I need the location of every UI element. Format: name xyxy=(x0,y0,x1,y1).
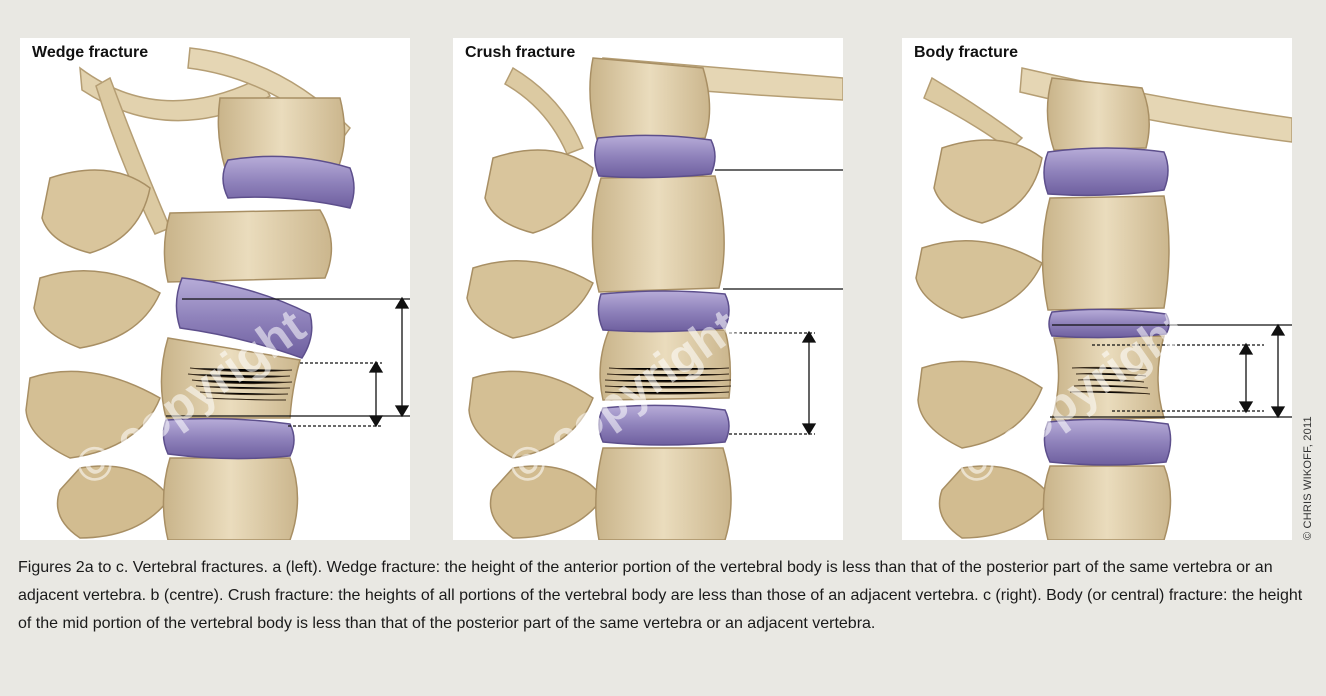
wedge-fracture-title: Wedge fracture xyxy=(32,44,148,62)
body-fracture-illustration: © copyright xyxy=(902,38,1292,540)
vertebral-body xyxy=(163,458,297,540)
posterior-process xyxy=(467,261,593,338)
wedge-fracture-illustration: © copyright xyxy=(20,38,410,540)
vertebral-body xyxy=(592,176,724,292)
posterior-process xyxy=(34,271,160,348)
vertebral-body xyxy=(164,210,331,282)
wedge-fracture-panel: Wedge fracture xyxy=(20,38,410,540)
intervertebral-disc xyxy=(1044,148,1168,195)
intervertebral-disc xyxy=(223,156,354,208)
vertebral-body xyxy=(1043,466,1170,540)
vertebral-body xyxy=(596,448,731,540)
crush-fracture-panel: Crush fracture xyxy=(453,38,843,540)
rib xyxy=(924,78,1022,150)
vertebral-body xyxy=(1042,196,1169,310)
intervertebral-disc xyxy=(595,135,715,177)
posterior-process xyxy=(485,150,593,233)
figure-caption: Figures 2a to c. Vertebral fractures. a … xyxy=(18,554,1308,638)
posterior-process xyxy=(42,170,150,253)
artist-credit: © CHRIS WIKOFF, 2011 xyxy=(1302,416,1314,540)
measurement-lines xyxy=(715,170,843,434)
posterior-process xyxy=(934,140,1042,223)
body-fracture-title: Body fracture xyxy=(914,44,1018,62)
rib xyxy=(505,68,583,154)
body-fracture-panel: Body fracture xyxy=(902,38,1292,540)
posterior-process xyxy=(916,241,1042,318)
crush-fracture-title: Crush fracture xyxy=(465,44,575,62)
crush-fracture-illustration: © copyright xyxy=(453,38,843,540)
vertebral-body xyxy=(590,58,710,143)
vertebral-body xyxy=(1047,78,1149,150)
